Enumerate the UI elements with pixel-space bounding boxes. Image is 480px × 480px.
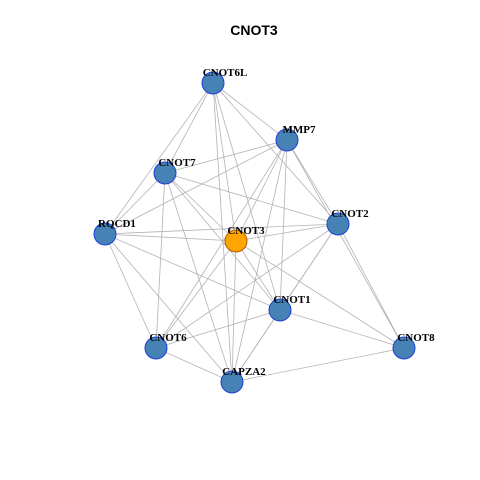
node-cnot7: CNOT7 (153, 157, 196, 185)
edge-cnot7-cnot2 (164, 172, 339, 225)
node-cnot1: CNOT1 (268, 294, 311, 322)
node-label: CNOT7 (158, 157, 196, 169)
node-cnot6: CNOT6 (144, 332, 187, 360)
edge-cnot3-cnot1 (235, 240, 281, 311)
edge-mmp7-capza2 (231, 139, 288, 383)
edge-cnot7-rqcd1 (104, 172, 166, 235)
node-mmp7: MMP7 (275, 124, 316, 152)
node-rqcd1: RQCD1 (93, 218, 136, 246)
edge-mmp7-cnot6 (155, 139, 288, 349)
edge-mmp7-cnot1 (279, 139, 288, 311)
node-label: RQCD1 (98, 218, 136, 230)
node-circle (224, 229, 248, 253)
node-label: CNOT6L (203, 67, 248, 79)
edge-cnot6-capza2 (155, 347, 233, 383)
edge-rqcd1-cnot6 (104, 233, 157, 349)
node-label: CNOT6 (149, 332, 187, 344)
diagram-title: CNOT3 (230, 22, 278, 38)
edge-cnot6l-rqcd1 (104, 82, 214, 235)
node-cnot2: CNOT2 (326, 208, 369, 236)
node-cnot8: CNOT8 (392, 332, 435, 360)
edge-cnot2-cnot6 (155, 223, 339, 349)
node-circle (201, 71, 225, 95)
edge-rqcd1-capza2 (104, 233, 233, 383)
edge-cnot8-capza2 (231, 347, 405, 383)
edge-cnot3-cnot6 (155, 240, 237, 349)
edge-cnot3-capza2 (231, 240, 237, 383)
node-label: CNOT3 (227, 225, 265, 237)
edge-cnot7-cnot3 (164, 172, 237, 242)
node-layer: CNOT6L MMP7CNOT7CNOT2RQCD1CNOT3CNOT1CNOT8… (93, 67, 435, 394)
edge-layer (104, 82, 405, 383)
edge-mmp7-rqcd1 (104, 139, 288, 235)
edge-cnot2-rqcd1 (104, 223, 339, 235)
edge-cnot6l-cnot1 (212, 82, 281, 311)
edge-mmp7-cnot2 (286, 139, 339, 225)
edge-mmp7-cnot3 (235, 139, 288, 242)
node-circle (275, 128, 299, 152)
edge-cnot1-capza2 (231, 309, 281, 383)
edge-cnot1-cnot8 (279, 309, 405, 349)
node-label: CNOT2 (331, 208, 369, 220)
node-label: MMP7 (283, 124, 316, 136)
edge-mmp7-cnot7 (164, 139, 288, 174)
edge-rqcd1-cnot1 (104, 233, 281, 311)
node-circle (220, 370, 244, 394)
edge-mmp7-cnot8 (286, 139, 405, 349)
edge-cnot6l-cnot2 (212, 82, 339, 225)
edge-cnot3-cnot8 (235, 240, 405, 349)
node-circle (93, 222, 117, 246)
edge-cnot7-cnot1 (164, 172, 281, 311)
node-circle (144, 336, 168, 360)
edge-rqcd1-cnot3 (104, 233, 237, 242)
node-circle (153, 161, 177, 185)
edge-cnot1-cnot6 (155, 309, 281, 349)
edge-cnot2-cnot8 (337, 223, 405, 349)
edge-cnot6l-mmp7 (212, 82, 288, 141)
edge-cnot6l-cnot7 (164, 82, 214, 174)
edge-cnot7-capza2 (164, 172, 233, 383)
node-capza2: CAPZA2 (220, 366, 266, 394)
node-label: CNOT1 (273, 294, 310, 306)
node-label: CAPZA2 (222, 366, 266, 378)
edge-cnot2-cnot3 (235, 223, 339, 242)
node-circle (268, 298, 292, 322)
node-cnot3: CNOT3 (224, 225, 265, 253)
edge-cnot6l-capza2 (212, 82, 233, 383)
node-circle (326, 212, 350, 236)
node-label: CNOT8 (397, 332, 435, 344)
node-cnot6l: CNOT6L (201, 67, 248, 95)
node-circle (392, 336, 416, 360)
edge-cnot7-cnot6 (155, 172, 166, 349)
edge-cnot6l-cnot3 (212, 82, 237, 242)
